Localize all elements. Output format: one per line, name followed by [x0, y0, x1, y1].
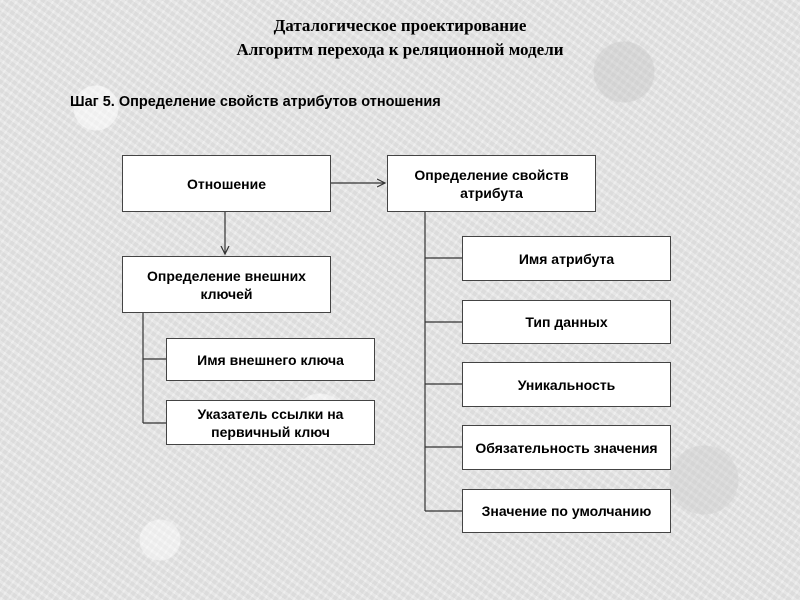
- node-mandatory: Обязательность значения: [462, 425, 671, 470]
- node-attribute-properties-label: Определение свойств атрибута: [414, 166, 569, 201]
- node-attribute-properties: Определение свойств атрибута: [387, 155, 596, 212]
- node-mandatory-label: Обязательность значения: [475, 439, 658, 456]
- node-attribute-name: Имя атрибута: [462, 236, 671, 281]
- node-foreign-key-pointer: Указатель ссылки на первичный ключ: [166, 400, 375, 445]
- node-uniqueness: Уникальность: [462, 362, 671, 407]
- node-foreign-key-name-label: Имя внешнего ключа: [197, 351, 344, 368]
- title-line-1: Даталогическое проектирование: [273, 16, 527, 35]
- title-line-2: Алгоритм перехода к реляционной модели: [236, 40, 564, 59]
- node-default-value: Значение по умолчанию: [462, 489, 671, 533]
- step-label: Шаг 5. Определение свойств атрибутов отн…: [70, 94, 441, 110]
- node-foreign-key-pointer-label: Указатель ссылки на первичный ключ: [197, 405, 344, 440]
- node-default-value-label: Значение по умолчанию: [481, 503, 652, 519]
- node-foreign-key-name: Имя внешнего ключа: [166, 338, 375, 381]
- node-relation: Отношение: [122, 155, 331, 212]
- node-foreign-keys-label: Определение внешних ключей: [147, 267, 306, 302]
- node-foreign-keys: Определение внешних ключей: [122, 256, 331, 313]
- node-relation-label: Отношение: [186, 175, 267, 192]
- node-data-type: Тип данных: [462, 300, 671, 344]
- slide-title: Даталогическое проектирование Алгоритм п…: [0, 14, 800, 62]
- node-uniqueness-label: Уникальность: [517, 376, 616, 393]
- node-data-type-label: Тип данных: [525, 314, 608, 330]
- node-attribute-name-label: Имя атрибута: [518, 250, 615, 267]
